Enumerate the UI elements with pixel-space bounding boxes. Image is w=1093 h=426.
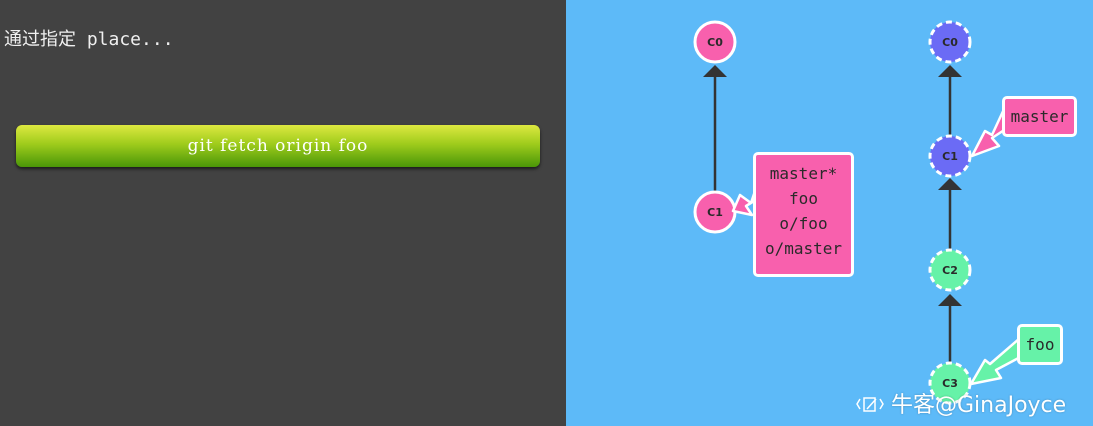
branch-label-o-master: o/master bbox=[764, 239, 843, 258]
remote-commit-c3-label: C3 bbox=[942, 377, 958, 390]
remote-commit-c2[interactable]: C2 bbox=[928, 248, 972, 292]
local-commit-c1[interactable]: C1 bbox=[693, 190, 737, 234]
edit-icon bbox=[856, 393, 891, 418]
watermark: 牛客@GinaJoyce bbox=[856, 387, 1066, 419]
remote-commit-c1[interactable]: C1 bbox=[928, 134, 972, 178]
remote-commit-c1-label: C1 bbox=[942, 150, 958, 163]
branch-label-o-foo: o/foo bbox=[779, 214, 828, 233]
remote-commit-c0-label: C0 bbox=[942, 36, 958, 49]
instruction-panel: 通过指定 place... git fetch origin foo bbox=[0, 0, 566, 426]
remote-commit-c2-label: C2 bbox=[942, 264, 958, 277]
remote-arrowhead-c2 bbox=[938, 294, 962, 306]
instruction-title: 通过指定 place... bbox=[4, 29, 174, 50]
local-commit-c1-label: C1 bbox=[707, 206, 723, 219]
remote-arrowhead-c1 bbox=[938, 178, 962, 190]
remote-branch-master[interactable]: master bbox=[1002, 96, 1077, 137]
watermark-text: 牛客@GinaJoyce bbox=[891, 393, 1067, 418]
remote-commit-c0[interactable]: C0 bbox=[928, 20, 972, 64]
git-command-button[interactable]: git fetch origin foo bbox=[16, 125, 540, 167]
branch-label-master: master* bbox=[769, 164, 838, 183]
remote-arrowhead-c0 bbox=[938, 65, 962, 77]
local-commit-c0-label: C0 bbox=[707, 36, 723, 49]
remote-commit-c3[interactable]: C3 bbox=[928, 361, 972, 405]
remote-branch-foo[interactable]: foo bbox=[1017, 324, 1063, 365]
local-branch-labels[interactable]: master* foo o/foo o/master bbox=[753, 152, 854, 277]
local-commit-c0[interactable]: C0 bbox=[693, 20, 737, 64]
local-arrowhead bbox=[703, 65, 727, 77]
branch-label-foo: foo bbox=[789, 189, 818, 208]
